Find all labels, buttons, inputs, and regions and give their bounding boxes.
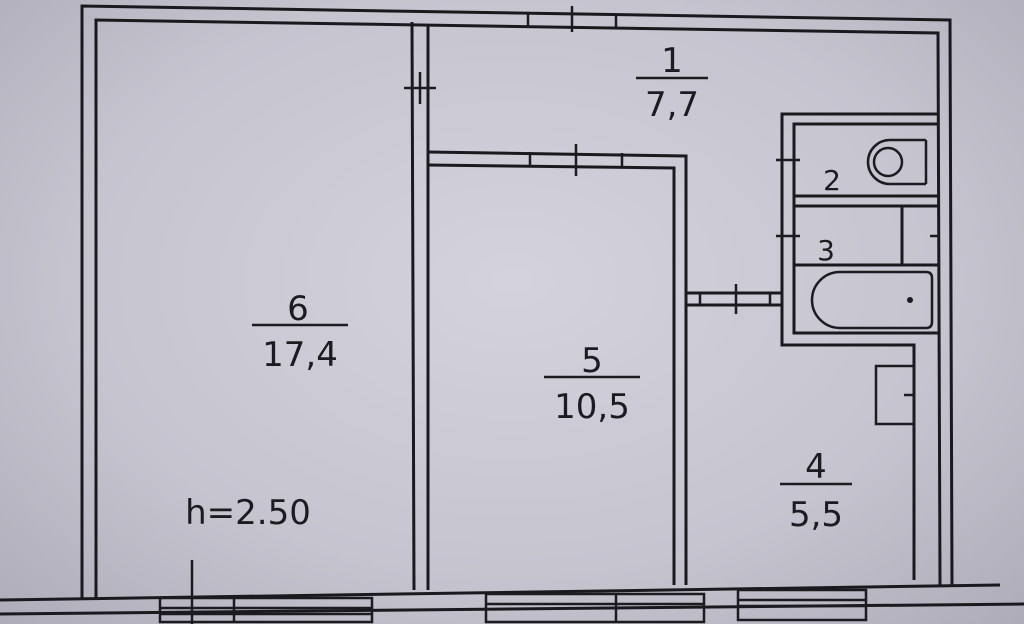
room-1-area: 7,7: [645, 85, 699, 125]
room-4-area: 5,5: [789, 495, 843, 535]
top-wall-marks: [526, 6, 618, 32]
ceiling-height: h=2.50: [185, 493, 311, 533]
wall-room6: [404, 21, 436, 591]
wall-room5: [427, 144, 688, 585]
wall-corridor: [686, 284, 782, 314]
label-bars: [252, 76, 852, 486]
room-4-number: 4: [805, 447, 827, 487]
bathtub-icon: [810, 270, 934, 330]
room-6-number: 6: [287, 289, 309, 329]
room-5-number: 5: [581, 341, 603, 381]
kitchen-stove-icon: [874, 364, 916, 426]
outer-walls: [0, 4, 1024, 616]
room-3-number: 3: [817, 234, 835, 267]
room-6-area: 17,4: [262, 335, 338, 375]
bottom-windows: [158, 560, 868, 624]
room-5-area: 10,5: [554, 387, 630, 427]
room-1-number: 1: [661, 41, 683, 81]
toilet-icon: [866, 138, 928, 186]
room-2-number: 2: [823, 164, 841, 197]
